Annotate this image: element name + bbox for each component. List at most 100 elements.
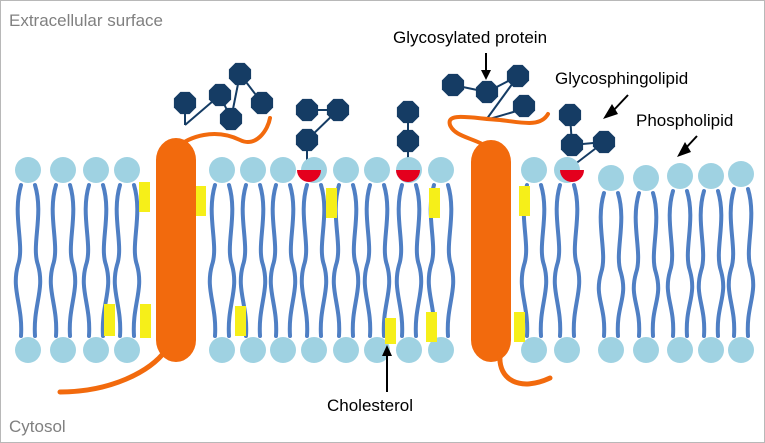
sugar-unit — [396, 100, 420, 124]
sugar-unit — [250, 91, 274, 115]
region-label-extracellular: Extracellular surface — [9, 11, 163, 30]
glycosylated-proteins — [57, 112, 553, 395]
sugar-unit — [558, 103, 582, 127]
lipid-head-top — [633, 165, 659, 191]
lipid-head-bottom — [15, 337, 41, 363]
lipid-head-bottom — [333, 337, 359, 363]
cholesterol-molecule — [385, 318, 396, 344]
lipid-tails — [299, 183, 329, 338]
transmembrane-protein-helix — [156, 138, 196, 362]
sugar-unit — [441, 73, 465, 97]
lipid-head-bottom — [114, 337, 140, 363]
protein-cytosolic-tail — [57, 347, 169, 395]
sugar-unit — [295, 128, 319, 152]
cholesterol-molecule — [519, 186, 530, 216]
lipid-head-top — [521, 157, 547, 183]
region-label-cytosol: Cytosol — [9, 417, 66, 436]
lipid-head-top — [50, 157, 76, 183]
lipid-head-bottom — [301, 337, 327, 363]
lipid-tails — [726, 187, 756, 338]
lipid-head-top — [667, 163, 693, 189]
protein-extracellular-loop — [174, 116, 272, 150]
cholesterol-molecule — [140, 304, 151, 338]
lipid-head-bottom — [667, 337, 693, 363]
lipid-head-bottom — [521, 337, 547, 363]
lipid-head-bottom — [428, 337, 454, 363]
lipid-head-top — [728, 161, 754, 187]
cholesterol-molecule — [429, 188, 440, 218]
protein-extracellular-loop — [447, 112, 550, 152]
sugar-unit — [295, 98, 319, 122]
protein-cytosolic-tail — [497, 352, 553, 387]
lipid-tails — [696, 189, 726, 338]
cholesterol-molecule — [195, 186, 206, 216]
lipid-tails — [13, 183, 43, 338]
lipid-tails — [362, 183, 392, 338]
lipid-head-bottom — [364, 337, 390, 363]
sugar-unit — [208, 83, 232, 107]
sugar-unit — [173, 91, 197, 115]
lipid-tails — [596, 191, 626, 338]
label-arrows — [382, 53, 698, 392]
glycosylated-protein-arrowhead — [481, 70, 491, 80]
lipid-head-top — [240, 157, 266, 183]
glycosphingolipid-label: Glycosphingolipid — [555, 69, 688, 88]
lipid-tails — [552, 183, 582, 338]
cholesterol-molecule — [514, 312, 525, 342]
lipid-tails — [268, 183, 298, 338]
sugar-unit — [512, 94, 536, 118]
lipid-head-top — [83, 157, 109, 183]
phospholipid-arrowhead — [677, 142, 691, 157]
lipid-tails — [665, 189, 695, 338]
ceramide-head — [396, 170, 420, 182]
ceramide-head — [297, 170, 321, 182]
cholesterol-molecules — [104, 182, 530, 344]
lipid-head-top — [598, 165, 624, 191]
lipid-tails — [394, 183, 424, 338]
lipid-head-bottom — [83, 337, 109, 363]
lipid-tails — [631, 191, 661, 338]
glycosylated-protein-label: Glycosylated protein — [393, 28, 547, 47]
sugar-unit — [475, 80, 499, 104]
cholesterol-molecule — [139, 182, 150, 212]
lipid-head-top — [209, 157, 235, 183]
lipid-head-top — [428, 157, 454, 183]
glycosphingolipid-arrowhead — [603, 104, 618, 119]
lipid-head-bottom — [270, 337, 296, 363]
lipid-head-bottom — [209, 337, 235, 363]
cholesterol-label: Cholesterol — [327, 396, 413, 415]
lipid-bilayer — [13, 157, 756, 363]
lipid-head-bottom — [554, 337, 580, 363]
transmembrane-protein-helix — [471, 140, 511, 362]
sugar-chains — [173, 62, 616, 157]
sugar-unit — [560, 133, 584, 157]
lipid-head-bottom — [240, 337, 266, 363]
sugar-unit — [228, 62, 252, 86]
phospholipid-label: Phospholipid — [636, 111, 733, 130]
lipid-head-top — [698, 163, 724, 189]
sugar-unit — [219, 107, 243, 131]
cholesterol-molecule — [104, 304, 115, 336]
lipid-head-top — [364, 157, 390, 183]
cholesterol-arrowhead — [382, 345, 392, 356]
cholesterol-molecule — [326, 188, 337, 218]
lipid-head-bottom — [698, 337, 724, 363]
lipid-head-bottom — [50, 337, 76, 363]
lipid-tails — [48, 183, 78, 338]
lipid-head-bottom — [633, 337, 659, 363]
lipid-head-top — [270, 157, 296, 183]
sugar-unit — [326, 98, 350, 122]
lipid-tails — [112, 183, 142, 338]
lipid-tails — [207, 183, 237, 338]
lipid-head-top — [114, 157, 140, 183]
lipid-head-bottom — [396, 337, 422, 363]
sugar-unit — [506, 64, 530, 88]
glycosphingolipids — [297, 170, 584, 182]
cholesterol-molecule — [235, 306, 246, 336]
sugar-unit — [396, 129, 420, 153]
sugar-unit — [592, 130, 616, 154]
lipid-head-bottom — [728, 337, 754, 363]
lipid-head-bottom — [598, 337, 624, 363]
